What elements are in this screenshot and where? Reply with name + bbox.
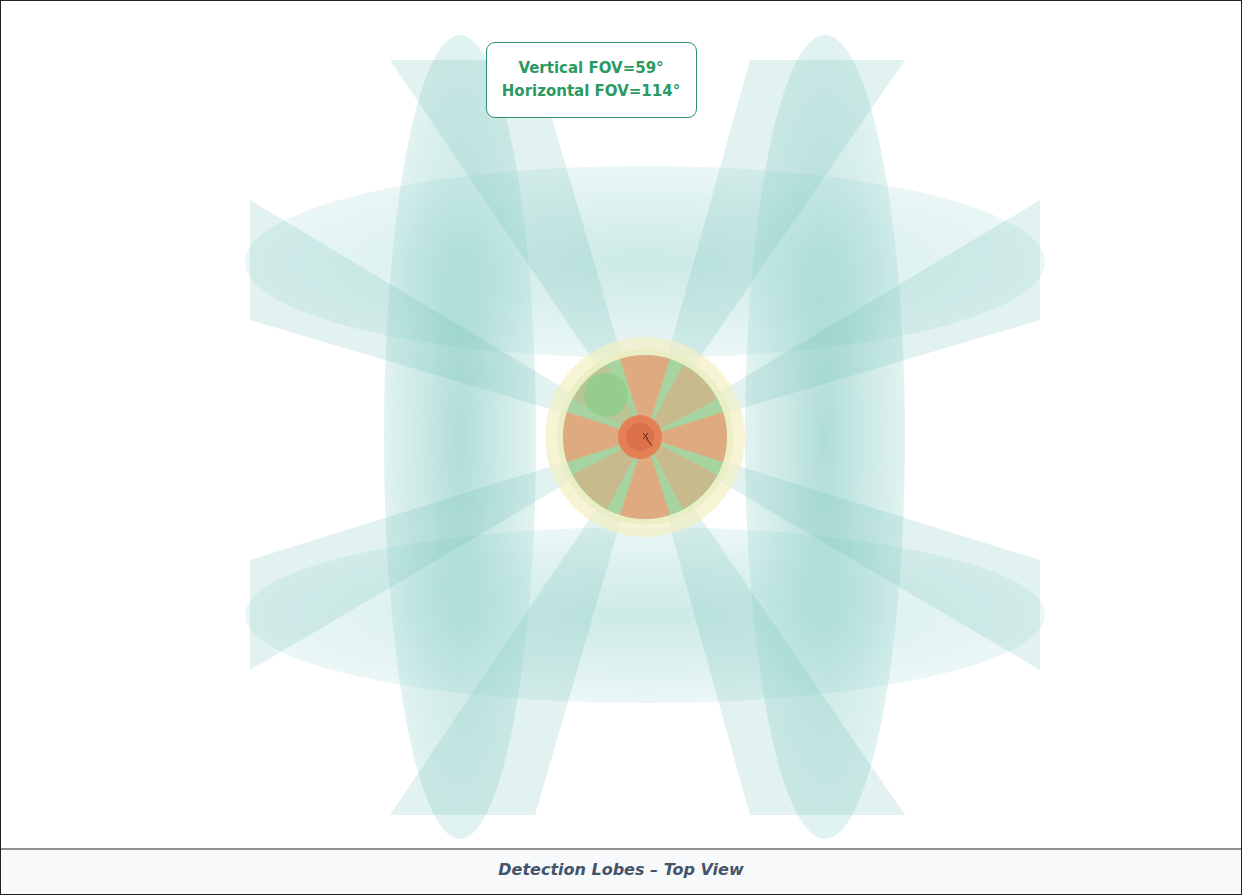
caption-band — [1, 849, 1241, 894]
lobes — [245, 35, 1045, 839]
figure-caption: Detection Lobes – Top View — [0, 860, 1242, 879]
lobe-cones — [250, 60, 1040, 815]
caption-divider — [0, 849, 1242, 850]
fov-value: Vertical FOV=59° — [518, 57, 663, 80]
fov-value: Horizontal FOV=114° — [502, 80, 680, 103]
sensor-core — [545, 337, 745, 537]
fov-label-box: Vertical FOV=59°Horizontal FOV=114° — [486, 42, 697, 118]
